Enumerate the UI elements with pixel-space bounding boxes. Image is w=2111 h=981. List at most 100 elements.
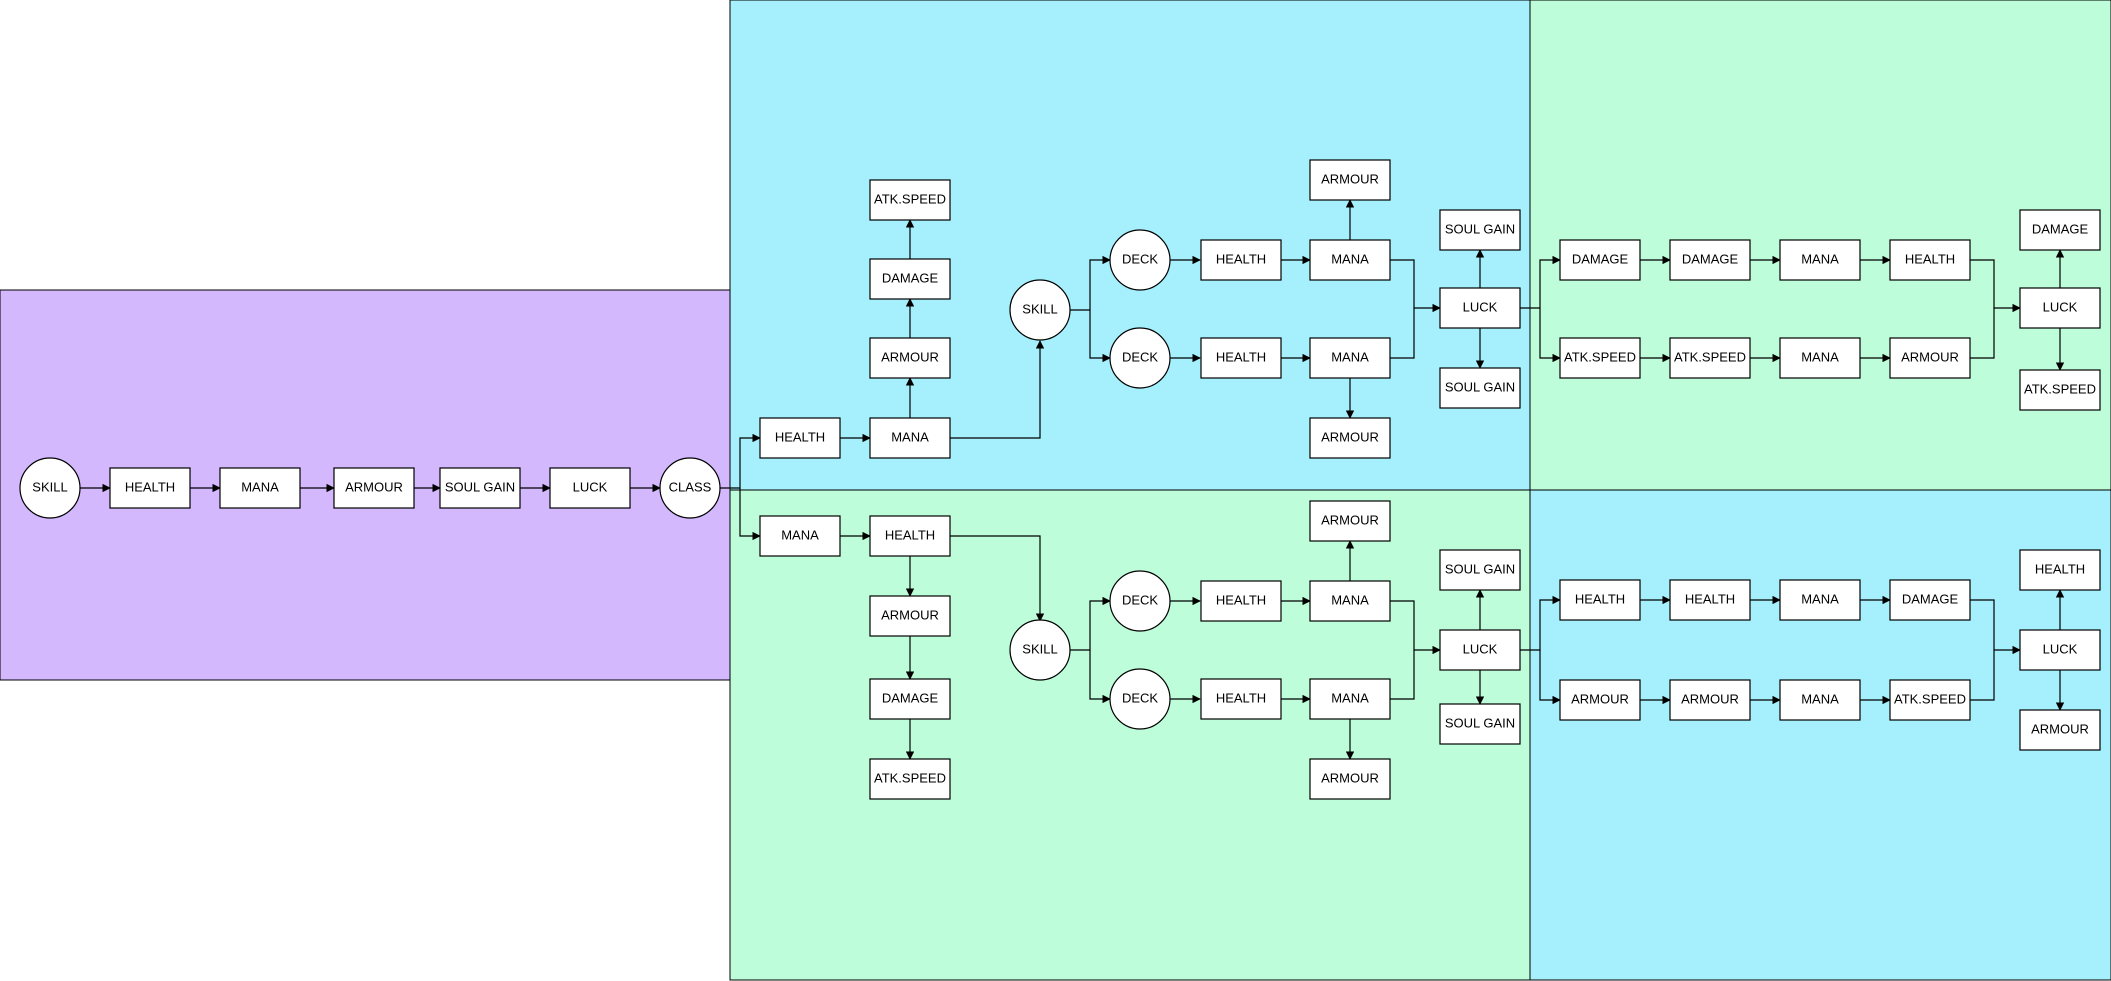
start-skill-node: SKILL <box>19 457 81 519</box>
start-luck-node: LUCK <box>549 467 631 509</box>
b-r1-mana-node: MANA <box>1779 579 1861 621</box>
node-label: ARMOUR <box>1681 691 1739 706</box>
node-label: DAMAGE <box>882 270 939 285</box>
node-label: MANA <box>1331 349 1369 364</box>
nodes: SKILL HEALTH MANA ARMOUR SOUL GAIN LUCK … <box>19 159 2101 800</box>
node-label: DAMAGE <box>2032 221 2089 236</box>
node-label: ARMOUR <box>1321 429 1379 444</box>
node-label: HEALTH <box>1575 591 1625 606</box>
node-label: ARMOUR <box>1321 770 1379 785</box>
b-deck2-health-node: HEALTH <box>1200 678 1282 720</box>
node-label: LUCK <box>1463 299 1498 314</box>
start-armour-node: ARMOUR <box>333 467 415 509</box>
node-label: CLASS <box>669 479 712 494</box>
node-label: MANA <box>241 479 279 494</box>
b-damage-node: DAMAGE <box>869 678 951 720</box>
a-final-atk-speed-node: ATK.SPEED <box>2019 369 2101 411</box>
b-atk-speed-node: ATK.SPEED <box>869 758 951 800</box>
node-label: ARMOUR <box>1901 349 1959 364</box>
node-label: LUCK <box>573 479 608 494</box>
node-label: MANA <box>1331 690 1369 705</box>
node-label: HEALTH <box>1216 349 1266 364</box>
a-deck1-mana-node: MANA <box>1309 239 1391 281</box>
a-deck1-health-node: HEALTH <box>1200 239 1282 281</box>
node-label: ARMOUR <box>345 479 403 494</box>
node-label: ARMOUR <box>2031 721 2089 736</box>
b-r2-atk-speed-node: ATK.SPEED <box>1889 679 1971 721</box>
b-final-health-node: HEALTH <box>2019 549 2101 591</box>
node-label: LUCK <box>1463 641 1498 656</box>
a-final-damage-node: DAMAGE <box>2019 209 2101 251</box>
edges <box>80 199 2065 760</box>
b-final-luck-node: LUCK <box>2019 629 2101 671</box>
node-label: DECK <box>1122 251 1158 266</box>
b-deck1-health-node: HEALTH <box>1200 580 1282 622</box>
start-mana-node: MANA <box>219 467 301 509</box>
node-label: ARMOUR <box>1321 171 1379 186</box>
node-label: HEALTH <box>775 429 825 444</box>
node-label: SKILL <box>32 479 67 494</box>
node-label: MANA <box>1801 591 1839 606</box>
node-label: HEALTH <box>1216 690 1266 705</box>
node-label: SOUL GAIN <box>445 479 515 494</box>
b-mana-node: MANA <box>759 515 841 557</box>
node-label: LUCK <box>2043 299 2078 314</box>
node-label: LUCK <box>2043 641 2078 656</box>
a-r1-health-node: HEALTH <box>1889 239 1971 281</box>
region-bottom-right-cyan <box>1529 489 2111 981</box>
a-deck1-node: DECK <box>1109 229 1171 291</box>
b-r1-health1-node: HEALTH <box>1559 579 1641 621</box>
a-r2-atk-speed2-node: ATK.SPEED <box>1669 337 1751 379</box>
a-armour-node: ARMOUR <box>869 337 951 379</box>
node-label: ATK.SPEED <box>874 770 946 785</box>
node-label: SOUL GAIN <box>1445 561 1515 576</box>
node-label: ATK.SPEED <box>874 191 946 206</box>
a-r2-atk-speed1-node: ATK.SPEED <box>1559 337 1641 379</box>
node-label: SKILL <box>1022 301 1057 316</box>
b-deck1-node: DECK <box>1109 570 1171 632</box>
node-label: DAMAGE <box>1902 591 1959 606</box>
node-label: DAMAGE <box>1682 251 1739 266</box>
node-label: HEALTH <box>2035 561 2085 576</box>
b-r1-damage-node: DAMAGE <box>1889 579 1971 621</box>
node-label: ARMOUR <box>881 349 939 364</box>
a-deck2-node: DECK <box>1109 327 1171 389</box>
b-deck1-mana-node: MANA <box>1309 580 1391 622</box>
a-deck2-health-node: HEALTH <box>1200 337 1282 379</box>
node-label: ATK.SPEED <box>1894 691 1966 706</box>
node-label: ARMOUR <box>881 607 939 622</box>
b-soul-gain-top-node: SOUL GAIN <box>1439 549 1521 591</box>
a-luck-node: LUCK <box>1439 287 1521 329</box>
a-r2-armour-node: ARMOUR <box>1889 337 1971 379</box>
node-label: ATK.SPEED <box>1674 349 1746 364</box>
b-armour-node: ARMOUR <box>869 595 951 637</box>
a-r1-damage2-node: DAMAGE <box>1669 239 1751 281</box>
a-atk-speed-node: ATK.SPEED <box>869 179 951 221</box>
node-label: MANA <box>891 429 929 444</box>
node-label: MANA <box>1801 691 1839 706</box>
a-health-node: HEALTH <box>759 417 841 459</box>
node-label: SOUL GAIN <box>1445 715 1515 730</box>
node-label: ARMOUR <box>1571 691 1629 706</box>
b-health-node: HEALTH <box>869 515 951 557</box>
b-deck2-mana-node: MANA <box>1309 678 1391 720</box>
b-deck2-armour-node: ARMOUR <box>1309 758 1391 800</box>
b-final-armour-node: ARMOUR <box>2019 709 2101 751</box>
a-soul-gain-bottom-node: SOUL GAIN <box>1439 367 1521 409</box>
node-label: HEALTH <box>1905 251 1955 266</box>
node-label: ATK.SPEED <box>1564 349 1636 364</box>
a-deck1-armour-node: ARMOUR <box>1309 159 1391 201</box>
start-soul-gain-node: SOUL GAIN <box>439 467 521 509</box>
node-label: SKILL <box>1022 641 1057 656</box>
node-label: ATK.SPEED <box>2024 381 2096 396</box>
b-r2-mana-node: MANA <box>1779 679 1861 721</box>
a-final-luck-node: LUCK <box>2019 287 2101 329</box>
b-deck1-armour-node: ARMOUR <box>1309 500 1391 542</box>
a-damage-node: DAMAGE <box>869 258 951 300</box>
node-label: HEALTH <box>125 479 175 494</box>
node-label: HEALTH <box>1216 592 1266 607</box>
b-r2-armour1-node: ARMOUR <box>1559 679 1641 721</box>
a-soul-gain-top-node: SOUL GAIN <box>1439 209 1521 251</box>
b-deck2-node: DECK <box>1109 668 1171 730</box>
